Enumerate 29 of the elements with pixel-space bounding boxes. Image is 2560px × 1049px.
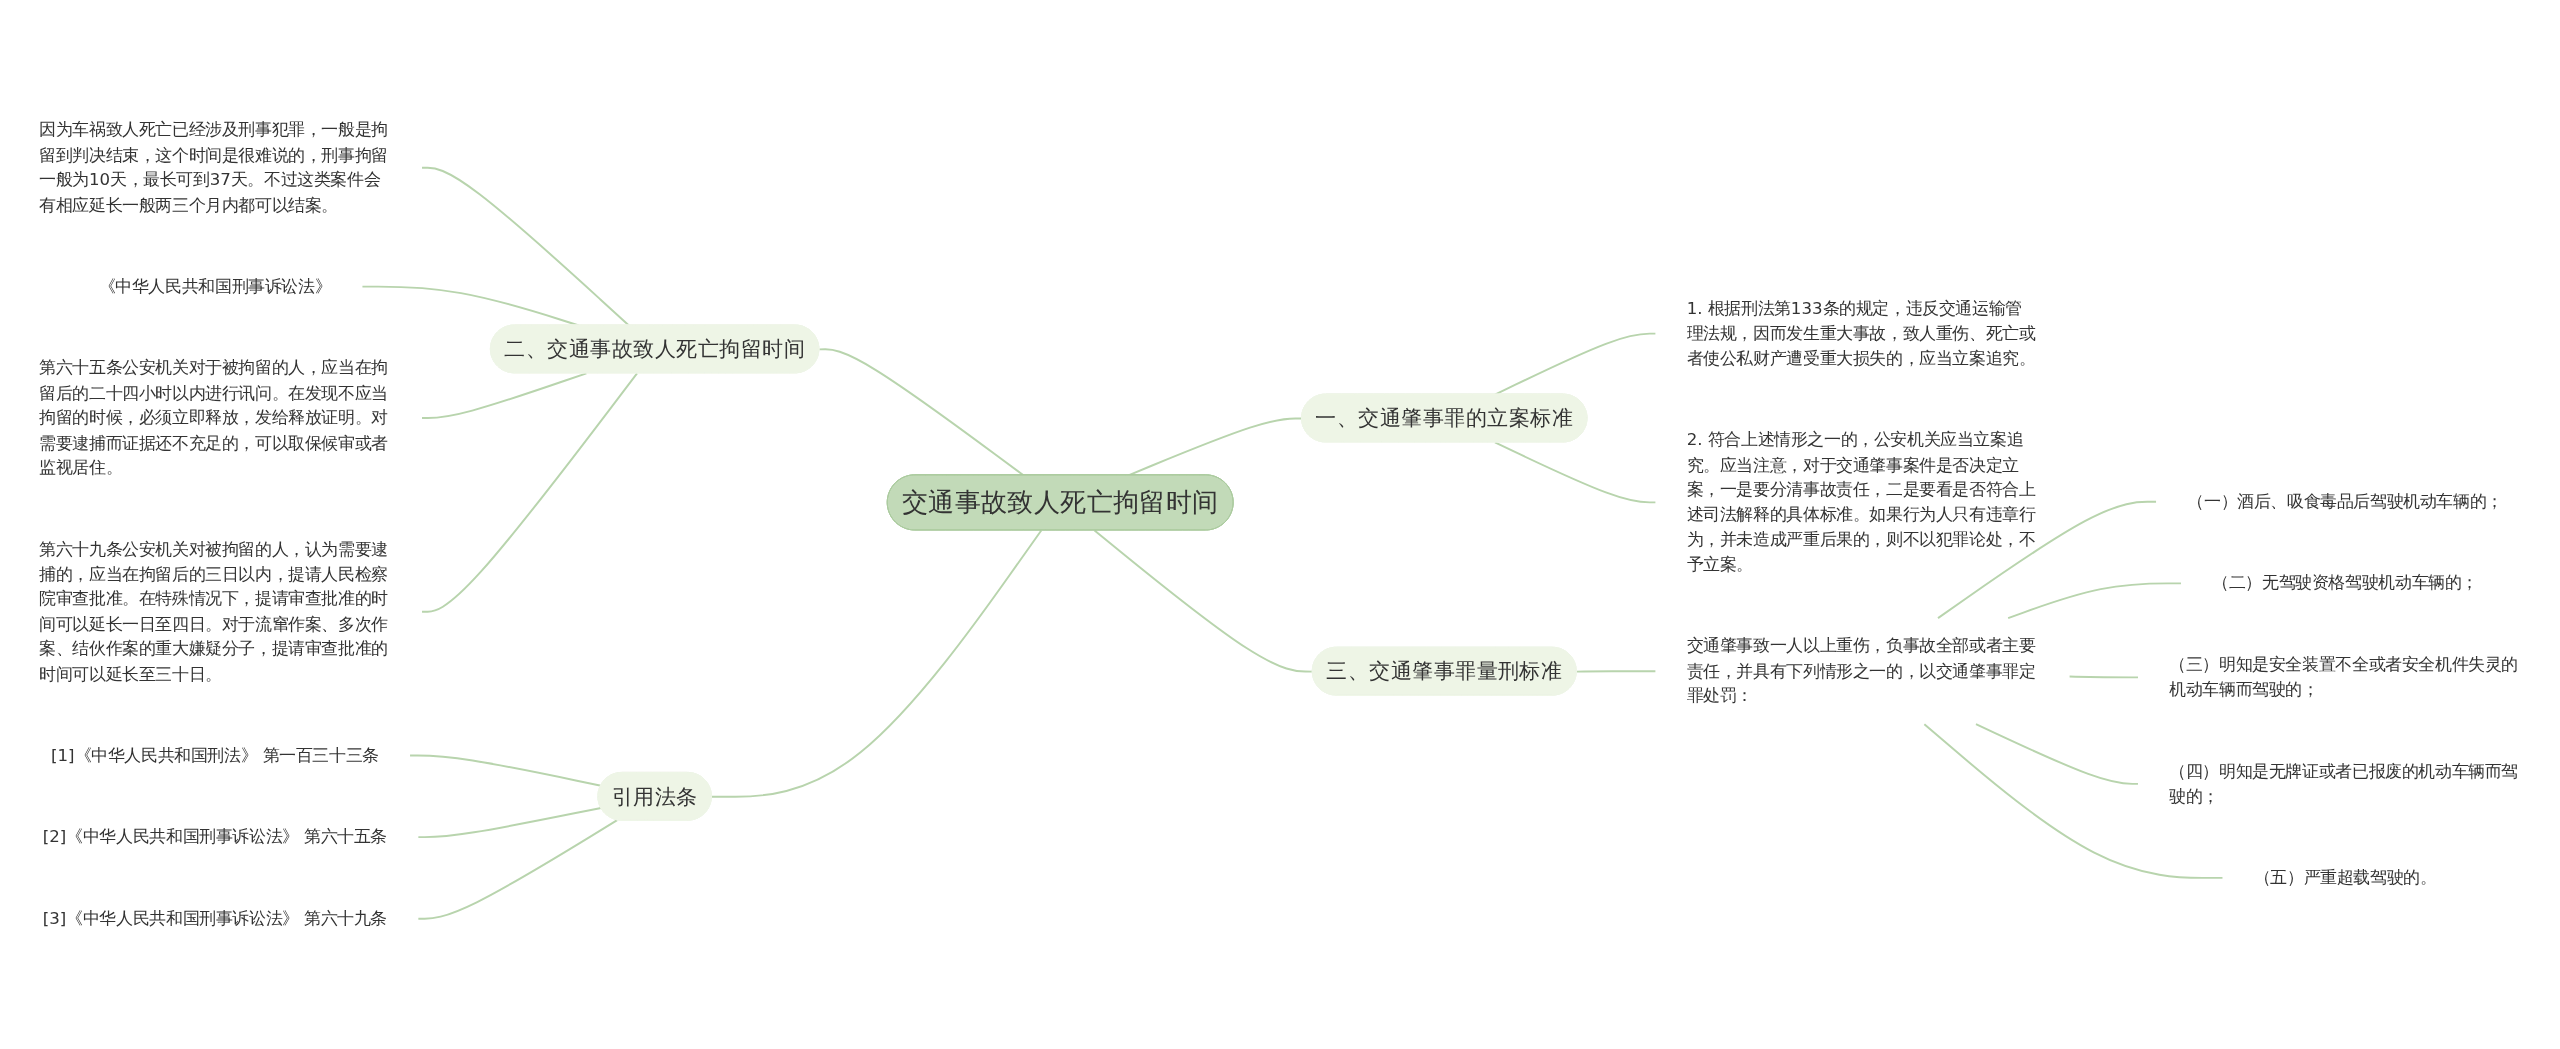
connector — [409, 754, 603, 787]
connector — [1093, 529, 1314, 673]
node-text: 交通肇事致一人以上重伤，负事故全部或者主要责任，并具有下列情形之一的，以交通肇事罪定罪处罚： — [1686, 635, 2036, 706]
node-text: （五）严重超载驾驶的。 — [2253, 867, 2437, 887]
node-text: 第六十五条公安机关对于被拘留的人，应当在拘留后的二十四小时以内进行讯问。在发现不应当拘留的时候，必须立即释放，发给释放证明。对需要逮捕而证据还不充足的，可以取保候审或者监视居住。 — [39, 357, 388, 477]
node-text: （四）明知是无牌证或者已报废的机动车辆而驾驶的； — [2169, 760, 2518, 806]
connector — [2068, 675, 2139, 679]
connector — [1974, 723, 2139, 785]
connector — [1937, 500, 2158, 620]
node-text: 因为车祸致人死亡已经涉及刑事犯罪，一般是拘留到判决结束，这个时间是很难说的，刑事拘留一般为10天，最长可到37天。不过这类案件会有相应延长一般两三个月内都可以结案。 — [39, 119, 388, 215]
node-text: 1. 根据刑法第133条的规定，违反交通运输管理法规，因而发生重大事故，致人重伤、死亡或者使公私财产遭受重大损失的，应当立案追究。 — [1686, 298, 2036, 368]
connector — [1493, 441, 1657, 504]
connector — [417, 806, 603, 839]
node-text: [3]《中华人民共和国刑事诉讼法》 第六十九条 — [42, 908, 388, 928]
connector — [421, 372, 588, 419]
connector — [2007, 582, 2182, 620]
connector — [1923, 723, 2224, 879]
connector — [421, 372, 639, 613]
connector — [1575, 670, 1657, 673]
node-text: （一）酒后、吸食毒品后驾驶机动车辆的； — [2187, 491, 2503, 511]
node-text: 《中华人民共和国刑事诉讼法》 — [98, 276, 332, 296]
node-text: 2. 符合上述情形之一的，公安机关应当立案追究。应当注意，对于交通肇事案件是否决定立案，一是要分清事故责任，二是要看是否符合上述司法解释的具体标准。如果行为人只有违章行为，并未造成严重后果的，则不以犯罪论处，不予立案。 — [1686, 429, 2036, 574]
node-text: （二）无驾驶资格驾驶机动车辆的； — [2212, 572, 2478, 593]
node-text: 第六十九条公安机关对被拘留的人，认为需要逮捕的，应当在拘留后的三日以内，提请人民检察院审查批准。在特殊情况下，提请审查批准的时间可以延长一日至四日。对于流窜作案、多次作案、结伙作案的重大嫌疑分子，提请审查批准的时间可以延长至三十日。 — [39, 538, 388, 683]
connector — [417, 819, 619, 920]
node-text: （三）明知是安全装置不全或者安全机件失灵的机动车辆而驾驶的； — [2169, 654, 2518, 699]
node-text: [2]《中华人民共和国刑事诉讼法》 第六十五条 — [42, 826, 388, 847]
node-text: [1]《中华人民共和国刑法》 第一百三十三条 — [51, 745, 379, 765]
connector — [710, 529, 1043, 798]
